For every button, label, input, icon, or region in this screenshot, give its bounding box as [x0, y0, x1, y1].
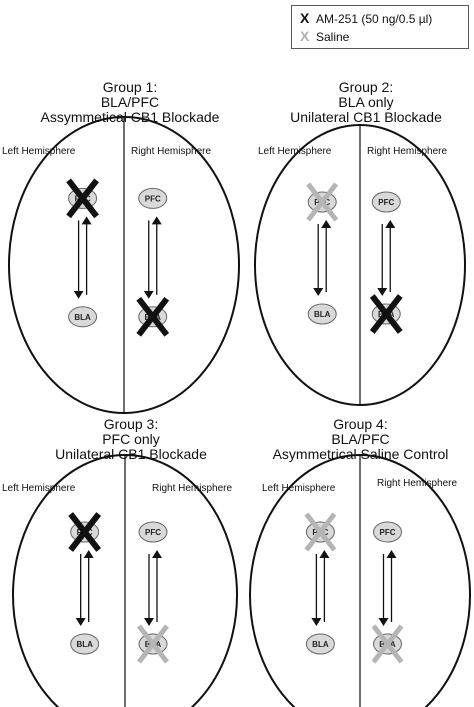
bla-region: BLA — [305, 633, 335, 655]
group-title-line: BLA only — [338, 94, 394, 110]
group-title-line: Group 2: — [338, 79, 394, 95]
bidirectional-arrows — [73, 216, 92, 299]
right-hemisphere-label: Right Hemisphere — [152, 483, 233, 494]
am251-x-icon — [66, 178, 99, 219]
group-title-line: PFC only — [102, 431, 160, 447]
region-label: BLA — [314, 310, 331, 319]
pfc-region: PFC — [373, 521, 402, 543]
region-ellipse — [373, 521, 402, 543]
legend-item-saline: X Saline — [300, 28, 349, 44]
x-stroke — [136, 296, 170, 337]
region-label: BLA — [74, 313, 91, 322]
bidirectional-arrows — [311, 550, 330, 626]
pfc-region: PFC — [371, 191, 401, 213]
group-title-line: BLA/PFC — [100, 94, 160, 110]
saline-x-icon — [137, 624, 169, 664]
x-stroke — [68, 512, 102, 552]
group-title-line: Group 3: — [103, 416, 159, 432]
group-title-line: BLA/PFC — [331, 431, 390, 447]
region-ellipse — [371, 191, 401, 213]
region-label: PFC — [378, 198, 394, 207]
bidirectional-arrows — [75, 550, 94, 626]
saline-x-icon: X — [300, 28, 310, 44]
region-label: PFC — [145, 528, 161, 537]
group-title-line: Unilateral CB1 Blockade — [55, 446, 207, 462]
left-hemisphere-label: Left Hemisphere — [258, 146, 332, 157]
x-stroke — [369, 294, 403, 334]
bidirectional-arrows — [377, 220, 396, 296]
region-ellipse — [68, 306, 98, 328]
am251-x-icon — [369, 294, 403, 334]
bidirectional-arrows — [143, 216, 162, 299]
right-hemisphere-label: Right Hemisphere — [131, 146, 212, 157]
region-ellipse — [70, 633, 100, 655]
group-title-line: Asymmetrical Saline Control — [272, 446, 449, 462]
am251-x-icon — [68, 512, 102, 552]
am251-x-icon — [136, 296, 170, 337]
group-2-title: Group 2: BLA only Unilateral CB1 Blockad… — [257, 80, 474, 125]
saline-x-icon — [371, 624, 404, 664]
saline-x-icon — [306, 182, 339, 222]
legend-item-am251: X AM-251 (50 ng/0.5 µl) — [300, 10, 432, 26]
right-hemisphere-label: Right Hemisphere — [377, 478, 458, 489]
bidirectional-arrows — [144, 550, 162, 626]
region-label: BLA — [312, 640, 329, 649]
x-stroke — [304, 512, 337, 552]
right-hemisphere-label: Right Hemisphere — [367, 146, 448, 157]
group-title-line: Unilateral CB1 Blockade — [290, 109, 442, 125]
left-hemisphere-label: Left Hemisphere — [262, 483, 336, 494]
x-stroke — [137, 624, 169, 664]
x-stroke — [306, 182, 339, 222]
am251-x-icon: X — [300, 10, 310, 26]
group-title-line: Group 4: — [333, 416, 388, 432]
region-ellipse — [138, 187, 168, 209]
region-ellipse — [307, 303, 337, 325]
group-4-title: Group 4: BLA/PFC Asymmetrical Saline Con… — [247, 417, 474, 462]
group-3-title: Group 3: PFC only Unilateral CB1 Blockad… — [18, 417, 244, 462]
pfc-region: PFC — [138, 521, 168, 543]
bidirectional-arrows — [313, 220, 332, 296]
region-label: PFC — [380, 528, 396, 537]
left-hemisphere-label: Left Hemisphere — [2, 483, 76, 494]
saline-x-icon — [304, 512, 337, 552]
bidirectional-arrows — [378, 550, 397, 626]
bla-region: BLA — [68, 306, 98, 328]
left-hemisphere-label: Left Hemisphere — [2, 146, 76, 157]
region-ellipse — [138, 521, 168, 543]
x-stroke — [66, 178, 99, 219]
group-title-line: Group 1: — [102, 79, 158, 95]
legend-label: Saline — [316, 30, 350, 44]
legend: X AM-251 (50 ng/0.5 µl) X Saline — [291, 5, 469, 49]
region-label: BLA — [76, 640, 93, 649]
pfc-region: PFC — [138, 187, 168, 209]
region-label: PFC — [145, 194, 161, 203]
bla-region: BLA — [307, 303, 337, 325]
legend-label: AM-251 (50 ng/0.5 µl) — [316, 12, 433, 26]
region-ellipse — [305, 633, 335, 655]
bla-region: BLA — [70, 633, 100, 655]
x-stroke — [371, 624, 404, 664]
